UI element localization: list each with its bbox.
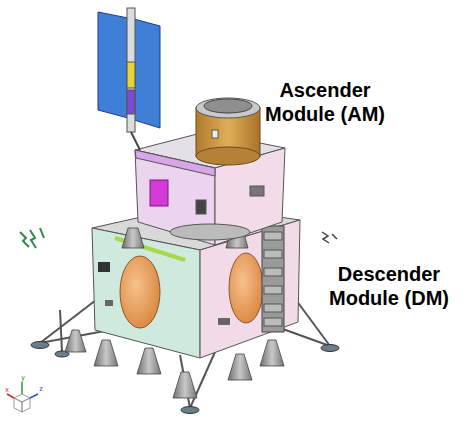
axis-label: z xyxy=(36,385,46,393)
solar-panel xyxy=(98,8,160,150)
descender-body xyxy=(92,205,300,358)
ascender-cylinder xyxy=(196,98,260,165)
axis-triad xyxy=(7,382,38,412)
axis-label: y xyxy=(18,374,28,382)
module-label: Descender Module (DM) xyxy=(314,262,464,310)
ascender-body xyxy=(135,132,285,245)
module-label: Ascender Module (AM) xyxy=(250,78,400,126)
descender-details xyxy=(20,226,337,332)
propellant-windows xyxy=(120,253,263,328)
thruster-nozzles xyxy=(65,226,284,398)
axis-label: x xyxy=(2,386,12,394)
